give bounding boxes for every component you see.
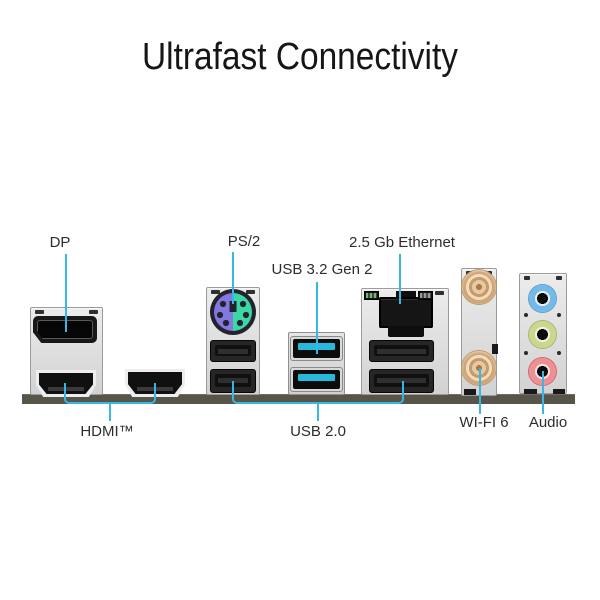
ethernet-label: 2.5 Gb Ethernet <box>349 234 455 251</box>
ps2-port-icon <box>210 289 256 335</box>
usb2-port-icon <box>369 369 434 393</box>
audio-callout-line <box>542 371 544 414</box>
wifi-bracket-clip <box>492 344 498 354</box>
audio-jack-line-in-icon <box>529 285 556 312</box>
ethernet-led-icon <box>364 291 379 300</box>
dp-label: DP <box>49 234 71 251</box>
mount-foot <box>553 389 565 394</box>
hdmi-callout-stem <box>109 402 111 421</box>
usb20-label: USB 2.0 <box>290 423 346 440</box>
hdmi-callout-bracket <box>64 383 156 404</box>
hdmi-label: HDMI™ <box>80 423 134 440</box>
screw-dot <box>524 313 528 317</box>
wifi-label: WI-FI 6 <box>459 414 509 431</box>
usb20-callout-stem <box>317 402 319 421</box>
mount-foot <box>524 389 537 394</box>
screw-dot <box>524 351 528 355</box>
mount-foot <box>464 389 476 395</box>
page-title: Ultrafast Connectivity <box>142 36 458 78</box>
ps2-callout-line <box>232 252 234 304</box>
wifi-callout-line <box>479 368 481 414</box>
rj45-latch <box>396 291 416 299</box>
pcb-edge-bar <box>22 394 575 404</box>
rj45-body <box>379 297 433 328</box>
rj45-step <box>388 326 424 337</box>
audio-jack-line-out-icon <box>529 321 556 348</box>
audio-label: Audio <box>528 414 568 431</box>
screw-dot <box>557 313 561 317</box>
usb2-port-icon <box>210 340 256 362</box>
hdmi-port-icon <box>36 370 96 397</box>
ethernet-led-icon <box>418 291 433 300</box>
usb20-callout-bracket <box>232 381 404 404</box>
usb32-label: USB 3.2 Gen 2 <box>271 261 373 278</box>
wifi-antenna-connector-icon <box>462 270 496 304</box>
usb3-port-icon <box>290 367 343 392</box>
usb2-port-icon <box>369 340 434 362</box>
usb32-callout-line <box>316 282 318 354</box>
ps2-label: PS/2 <box>227 233 261 250</box>
screw-dot <box>557 351 561 355</box>
ethernet-rj45-icon <box>379 291 433 340</box>
dp-callout-line <box>65 254 67 332</box>
ethernet-callout-line <box>399 254 401 304</box>
